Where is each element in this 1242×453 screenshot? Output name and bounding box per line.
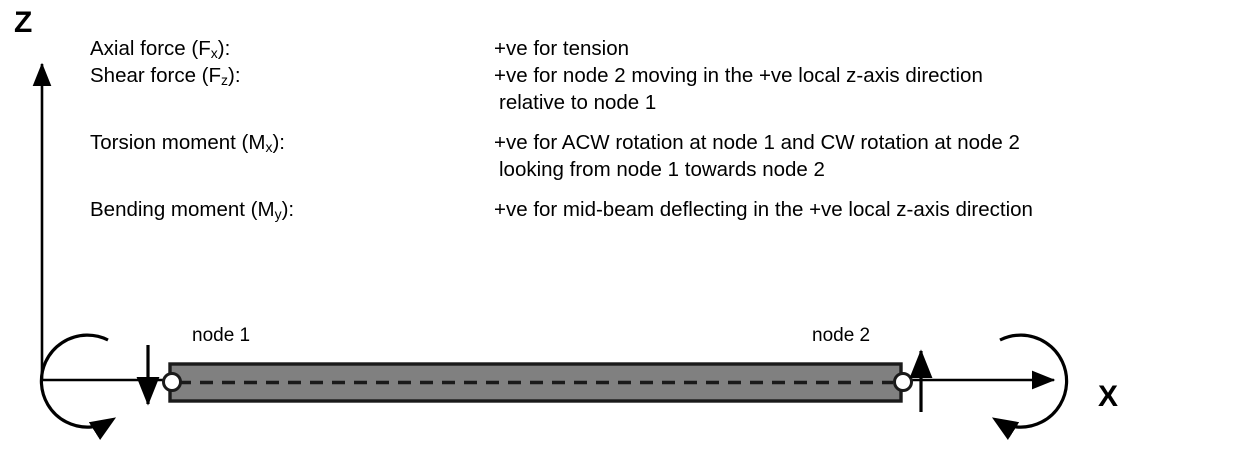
z-axis-label: Z xyxy=(14,6,33,39)
definition-term-subscript: x xyxy=(265,139,273,155)
definition-term-tail: ): xyxy=(217,37,231,60)
definition-row-torsion-moment: Torsion moment (Mx): +ve for ACW rotatio… xyxy=(90,130,1230,157)
definition-description-bending-moment: +ve for mid-beam deflecting in the +ve l… xyxy=(494,198,1033,221)
node-2-label: node 2 xyxy=(812,325,871,346)
definition-term-text: Axial force (F xyxy=(90,37,211,60)
definition-term-subscript: y xyxy=(274,206,282,222)
definition-term-tail: ): xyxy=(272,131,285,154)
definition-term-axial-force: Axial force (Fx): xyxy=(90,36,494,63)
node-2-marker xyxy=(893,372,913,392)
definition-row-bending-moment: Bending moment (My): +ve for mid-beam de… xyxy=(90,197,1230,224)
node-1-label: node 1 xyxy=(192,325,251,346)
definition-term-subscript: x xyxy=(210,45,218,61)
definition-description-torsion-moment-line2: looking from node 1 towards node 2 xyxy=(499,158,825,181)
definition-term-tail: ): xyxy=(228,64,241,87)
definition-row-torsion-moment-continuation: looking from node 1 towards node 2 xyxy=(90,157,1230,183)
definition-term-subscript: z xyxy=(221,72,229,88)
definition-row-shear-force: Shear force (Fz): +ve for node 2 moving … xyxy=(90,63,1230,90)
node-2-moment-arc-icon xyxy=(991,333,1069,441)
definition-term-text: Shear force (F xyxy=(90,64,222,87)
sign-convention-definitions: Axial force (Fx): +ve for tension Shear … xyxy=(90,36,1230,224)
definition-term-bending-moment: Bending moment (My): xyxy=(90,197,494,224)
definition-term-tail: ): xyxy=(281,198,295,221)
node-1-marker xyxy=(162,372,182,392)
definition-description-torsion-moment: +ve for ACW rotation at node 1 and CW ro… xyxy=(494,131,1020,154)
definition-description-shear-force-line2: relative to node 1 xyxy=(499,91,657,114)
node-1-moment-arc-icon xyxy=(39,333,117,441)
definition-row-shear-force-continuation: relative to node 1 xyxy=(90,90,1230,116)
definition-term-text: Torsion moment (M xyxy=(90,131,266,154)
definition-term-text: Bending moment (M xyxy=(90,198,275,221)
x-axis-label: X xyxy=(1098,380,1119,413)
definition-term-shear-force: Shear force (Fz): xyxy=(90,63,494,90)
definition-term-torsion-moment: Torsion moment (Mx): xyxy=(90,130,494,157)
definition-description-shear-force: +ve for node 2 moving in the +ve local z… xyxy=(494,64,983,87)
definition-row-axial-force: Axial force (Fx): +ve for tension xyxy=(90,36,1230,63)
definition-description-axial-force: +ve for tension xyxy=(494,37,630,60)
